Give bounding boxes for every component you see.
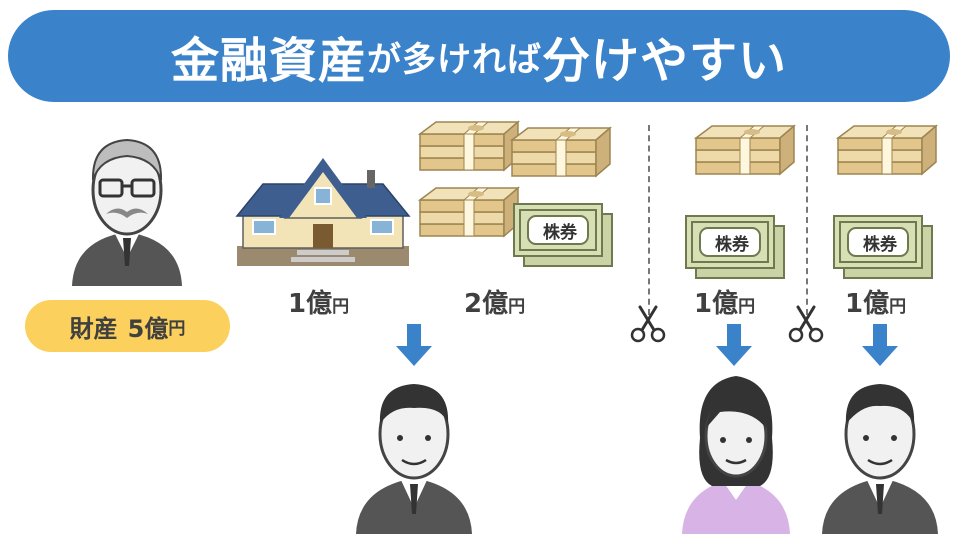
asset-amount-house: 1億円 (288, 289, 350, 319)
down-arrow-icon (862, 324, 898, 366)
woman-icon (682, 376, 790, 534)
wealth-label: 財産 (69, 314, 118, 343)
title-part-2: が多ければ (367, 39, 542, 80)
stock-certificate-icon: 株券 (512, 202, 616, 270)
stock-label: 株券 (543, 223, 577, 243)
money-stack-icon (511, 127, 611, 177)
house-icon (235, 158, 411, 266)
money-stack-icon (695, 125, 795, 175)
stock-label: 株券 (715, 235, 749, 255)
asset-amount-share-3: 1億円 (845, 289, 907, 319)
asset-amount-cash: 2億円 (464, 289, 526, 319)
man-icon (356, 384, 472, 534)
stock-certificate-icon: 株券 (684, 214, 788, 282)
money-stack-icon (419, 187, 519, 237)
stock-certificate-icon: 株券 (832, 214, 936, 282)
elderly-man-icon (72, 138, 182, 286)
scissors-icon (788, 305, 824, 343)
down-arrow-icon (396, 324, 432, 366)
title-part-3: 分けやすい (542, 33, 788, 89)
money-stack-icon (419, 121, 519, 171)
wealth-unit: 円 (168, 318, 186, 339)
asset-amount-share-2: 1億円 (694, 289, 756, 319)
money-stack-icon (837, 125, 937, 175)
cut-line (648, 125, 650, 315)
wealth-value: 5億 (127, 314, 169, 343)
scissors-icon (630, 305, 666, 343)
stock-label: 株券 (863, 235, 897, 255)
down-arrow-icon (716, 324, 752, 366)
cut-line (806, 125, 808, 315)
wealth-badge: 財産 5億 円 (25, 300, 230, 352)
title-part-1: 金融資産 (170, 33, 367, 89)
man-icon (822, 384, 938, 534)
title-banner: 金融資産 が多ければ 分けやすい (8, 10, 950, 102)
